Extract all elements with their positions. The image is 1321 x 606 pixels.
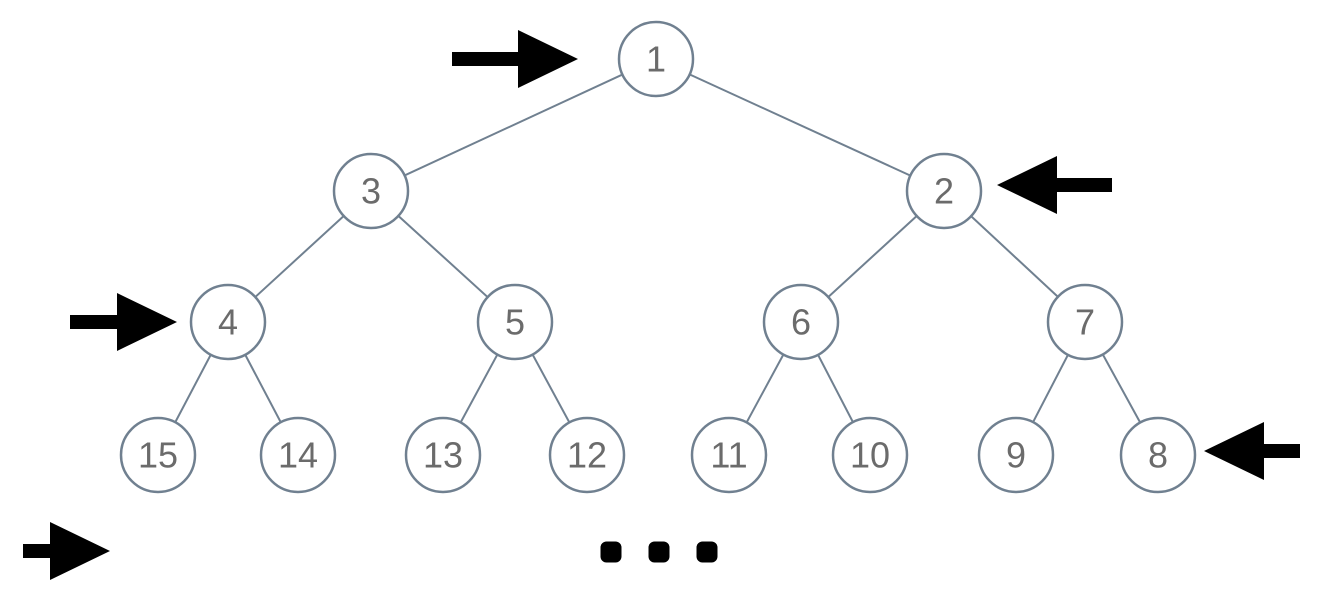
tree-node-label-15: 15 [138,435,178,476]
level-3-direction-arrow-icon [70,293,177,351]
tree-node-label-10: 10 [850,435,890,476]
tree-node-circle-2 [905,152,983,230]
level-2-direction-arrow-icon [997,156,1112,214]
ellipsis-dot-1 [600,541,622,563]
tree-node-10: 10 [831,416,909,494]
tree-node-label-12: 12 [567,435,607,476]
tree-node-11: 11 [690,416,768,494]
tree-node-label-6: 6 [791,302,811,343]
tree-node-circle-4 [189,283,267,361]
tree-node-1: 1 [617,20,695,98]
tree-node-circle-12 [548,416,626,494]
tree-node-label-4: 4 [218,302,238,343]
level-5-direction-arrow-icon [23,522,110,580]
tree-node-label-11: 11 [710,435,747,476]
tree-edge-1-2 [655,58,945,192]
tree-node-circle-15 [119,416,197,494]
tree-node-circle-7 [1046,283,1124,361]
tree-node-label-3: 3 [361,171,381,212]
tree-node-circle-9 [977,416,1055,494]
tree-node-15: 15 [119,416,197,494]
tree-node-12: 12 [548,416,626,494]
tree-node-circle-5 [476,283,554,361]
tree-edge-1-3 [370,58,657,192]
tree-node-circle-14 [259,416,337,494]
continuation-ellipsis [600,541,718,563]
tree-node-label-9: 9 [1006,435,1026,476]
tree-node-8: 8 [1119,416,1197,494]
tree-node-6: 6 [762,283,840,361]
tree-node-circle-11 [690,416,768,494]
tree-node-7: 7 [1046,283,1124,361]
tree-node-9: 9 [977,416,1055,494]
level-4-direction-arrow-icon [1204,422,1300,480]
tree-node-3: 3 [332,152,410,230]
tree-node-label-8: 8 [1148,435,1168,476]
tree-node-4: 4 [189,283,267,361]
tree-node-14: 14 [259,416,337,494]
traversal-direction-arrows [23,30,1300,580]
tree-node-label-14: 14 [278,435,318,476]
ellipsis-dot-3 [696,541,718,563]
tree-node-13: 13 [404,416,482,494]
tree-node-circle-6 [762,283,840,361]
tree-node-label-2: 2 [934,171,954,212]
tree-node-label-1: 1 [646,39,666,80]
tree-node-5: 5 [476,283,554,361]
tree-node-circle-13 [404,416,482,494]
tree-node-label-13: 13 [423,435,463,476]
level-1-direction-arrow-icon [452,30,578,88]
ellipsis-dot-2 [648,541,670,563]
tree-node-label-7: 7 [1075,302,1095,343]
tree-node-circle-1 [617,20,695,98]
tree-node-label-5: 5 [505,302,525,343]
tree-node-2: 2 [905,152,983,230]
tree-node-circle-3 [332,152,410,230]
tree-node-circle-10 [831,416,909,494]
tree-edges [157,58,1159,456]
tree-node-circle-8 [1119,416,1197,494]
